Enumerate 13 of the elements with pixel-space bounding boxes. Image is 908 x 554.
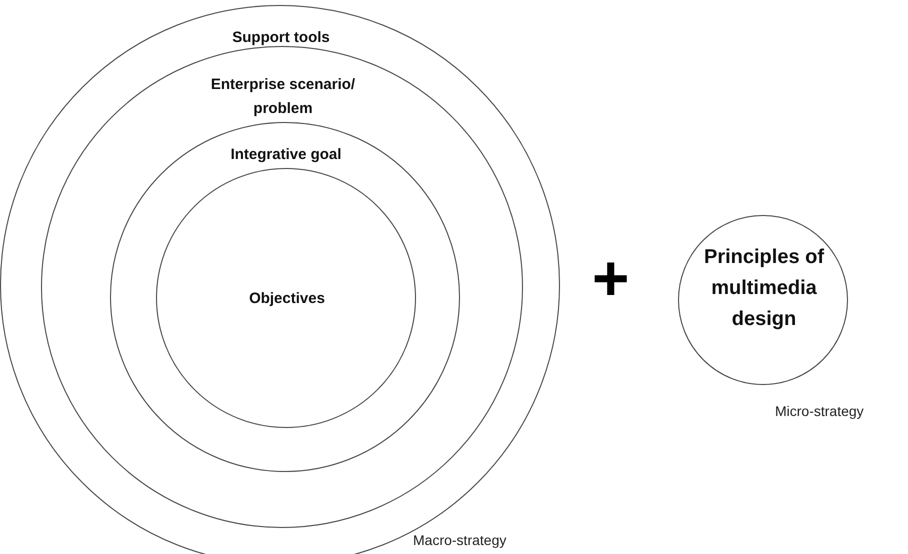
inner-circle (156, 168, 416, 428)
ring (41, 46, 523, 528)
node-label: Macro-strategy (413, 532, 506, 548)
circle-label: Integrative goal (230, 145, 342, 165)
plus-sign: + (592, 246, 630, 310)
circle-label: Enterprise scenario/ problem (210, 75, 356, 119)
ring (110, 122, 460, 472)
node-label: Micro-strategy (775, 403, 864, 419)
circle (678, 215, 848, 385)
ring (0, 5, 560, 554)
circle-label: Support tools (231, 28, 331, 48)
circle-label: Objectives (248, 289, 326, 309)
circle-label: Principles of multimedia design (702, 245, 826, 332)
